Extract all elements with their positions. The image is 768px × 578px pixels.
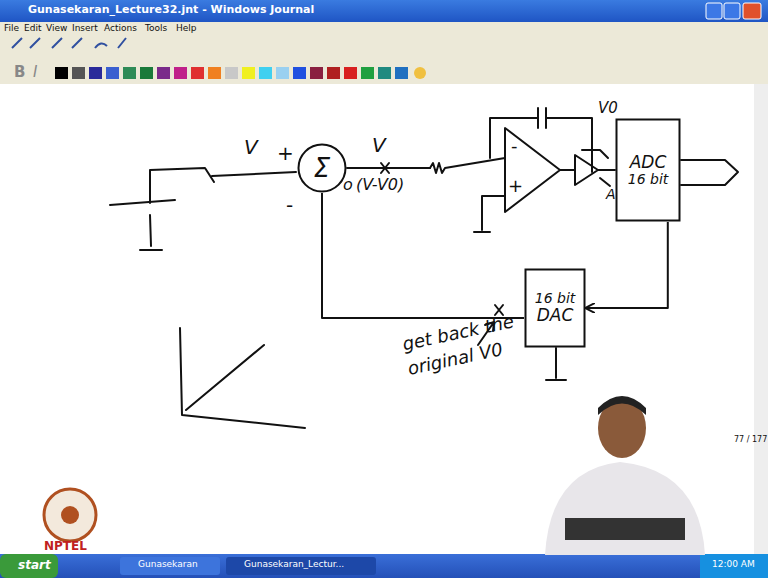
tool-icons <box>12 38 126 48</box>
taskbar-text: Gunasekaran <box>138 560 198 570</box>
menu-item: View <box>46 24 67 34</box>
signal-label: V <box>372 134 386 156</box>
output-arrow <box>681 160 738 185</box>
wire <box>347 167 430 169</box>
node-text: ADC <box>630 153 667 172</box>
node-text: Σ <box>314 154 330 183</box>
close-button <box>743 3 761 19</box>
signal-label: (V-V0) <box>356 176 404 194</box>
adc-box: ADC16 bit <box>615 118 681 222</box>
node-text: 16 bit <box>628 172 669 187</box>
node-mark: o <box>343 176 353 194</box>
switch-marks <box>582 150 610 186</box>
connector <box>322 193 524 318</box>
toolbar-italic: I <box>33 64 37 81</box>
page-number: 77 / 177 <box>734 436 767 445</box>
buffer-symbol <box>560 155 615 185</box>
color-palette <box>55 67 426 79</box>
taskbar-text: Gunasekaran_Lectur... <box>244 560 344 570</box>
window-button <box>724 3 740 19</box>
graph-axes <box>180 328 305 428</box>
lecturer <box>545 396 705 555</box>
node-label: A <box>606 187 616 202</box>
scrollbar <box>754 84 768 554</box>
node-text: 16 bit <box>535 291 576 306</box>
toolbar-area <box>0 22 768 84</box>
title-bar <box>0 0 768 22</box>
start-button-text: start <box>18 559 51 572</box>
ground-symbol <box>546 348 566 380</box>
menu-item: Help <box>176 24 197 34</box>
taskbar <box>0 554 768 578</box>
signal-label: V0 <box>598 100 618 117</box>
menu-item: Insert <box>72 24 98 34</box>
window-button <box>706 3 722 19</box>
page <box>0 84 768 554</box>
start-button <box>0 554 58 578</box>
polarity-sign: - <box>286 194 293 216</box>
window-title: Gunasekaran_Lecture32.jnt - Windows Jour… <box>28 4 314 16</box>
resistor-symbol <box>430 158 505 173</box>
graph-line <box>186 345 264 410</box>
taskbar-button <box>120 557 220 575</box>
toolbar-bold: B <box>14 64 25 81</box>
menu-item: File <box>4 24 19 34</box>
circuit-sketch <box>110 108 738 428</box>
taskbar-button <box>226 557 376 575</box>
opamp-pin: - <box>511 136 518 156</box>
signal-label: V <box>244 136 258 158</box>
cross-mark <box>381 163 389 173</box>
opamp-symbol <box>505 128 560 212</box>
menu-item: Actions <box>104 24 137 34</box>
tray <box>700 554 768 578</box>
dac-box: 16 bitDAC <box>524 268 586 348</box>
connector <box>586 222 668 308</box>
opamp-pin: + <box>508 176 523 196</box>
summing-junction: Σ <box>297 143 347 193</box>
logo-text: NPTEL <box>44 540 87 553</box>
node-text: DAC <box>537 306 574 325</box>
menu-item: Tools <box>145 24 167 34</box>
ground-symbol <box>140 215 162 250</box>
capacitor-feedback <box>490 108 592 172</box>
polarity-sign: + <box>277 142 294 164</box>
ground-wire <box>474 196 505 232</box>
menu-item: Edit <box>24 24 41 34</box>
clock: 12:00 AM <box>712 560 755 570</box>
nptel-logo <box>44 489 96 541</box>
battery-plate <box>110 200 175 205</box>
switch-wire <box>150 168 296 203</box>
